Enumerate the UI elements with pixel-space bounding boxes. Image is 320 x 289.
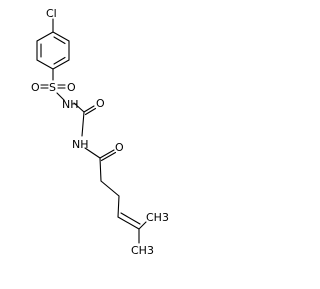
- bond-s-nh: [56, 92, 65, 101]
- atom-ch3-upper: CH3: [146, 211, 169, 224]
- bonds: [36, 18, 147, 244]
- ring-bond: [52, 59, 70, 70]
- atom-nh-amide: NH: [72, 138, 89, 151]
- atom-o-sulfonyl-right: O: [67, 81, 76, 94]
- ring-double-bond: [53, 56, 66, 65]
- bond-nh-c-urea: [73, 102, 85, 113]
- bond-methyl-upper: [138, 221, 147, 230]
- bond-chain: [117, 195, 120, 218]
- bond-nh-c-amide: [84, 147, 101, 159]
- bond-c-o-amide: [99, 149, 115, 159]
- atom-s: S: [49, 81, 56, 94]
- ring-bond: [52, 31, 70, 42]
- bond-c-o-urea: [83, 105, 95, 113]
- atom-labels: Cl S O O NH O NH O CH3 CH3: [31, 7, 169, 257]
- bond-c-nh-amide: [81, 111, 85, 137]
- ring-bond: [36, 31, 54, 42]
- atom-o-urea: O: [96, 97, 105, 110]
- atom-ch3-lower: CH3: [131, 244, 154, 257]
- bond-c-o-urea: [84, 107, 97, 116]
- ring-bond: [36, 59, 54, 70]
- bond-c-o-amide: [100, 151, 117, 162]
- bond-alkene: [117, 216, 140, 230]
- bond-chain: [100, 180, 120, 197]
- atom-o-amide: O: [115, 141, 124, 154]
- atom-o-sulfonyl-left: O: [31, 81, 40, 94]
- atom-nh-sulfonyl: NH: [62, 98, 79, 111]
- bond-chain: [99, 157, 102, 182]
- molecule-structure: Cl S O O NH O NH O CH3 CH3: [31, 7, 169, 257]
- atom-cl: Cl: [46, 7, 57, 20]
- bond-alkene: [120, 212, 141, 225]
- ring-double-bond: [53, 36, 66, 45]
